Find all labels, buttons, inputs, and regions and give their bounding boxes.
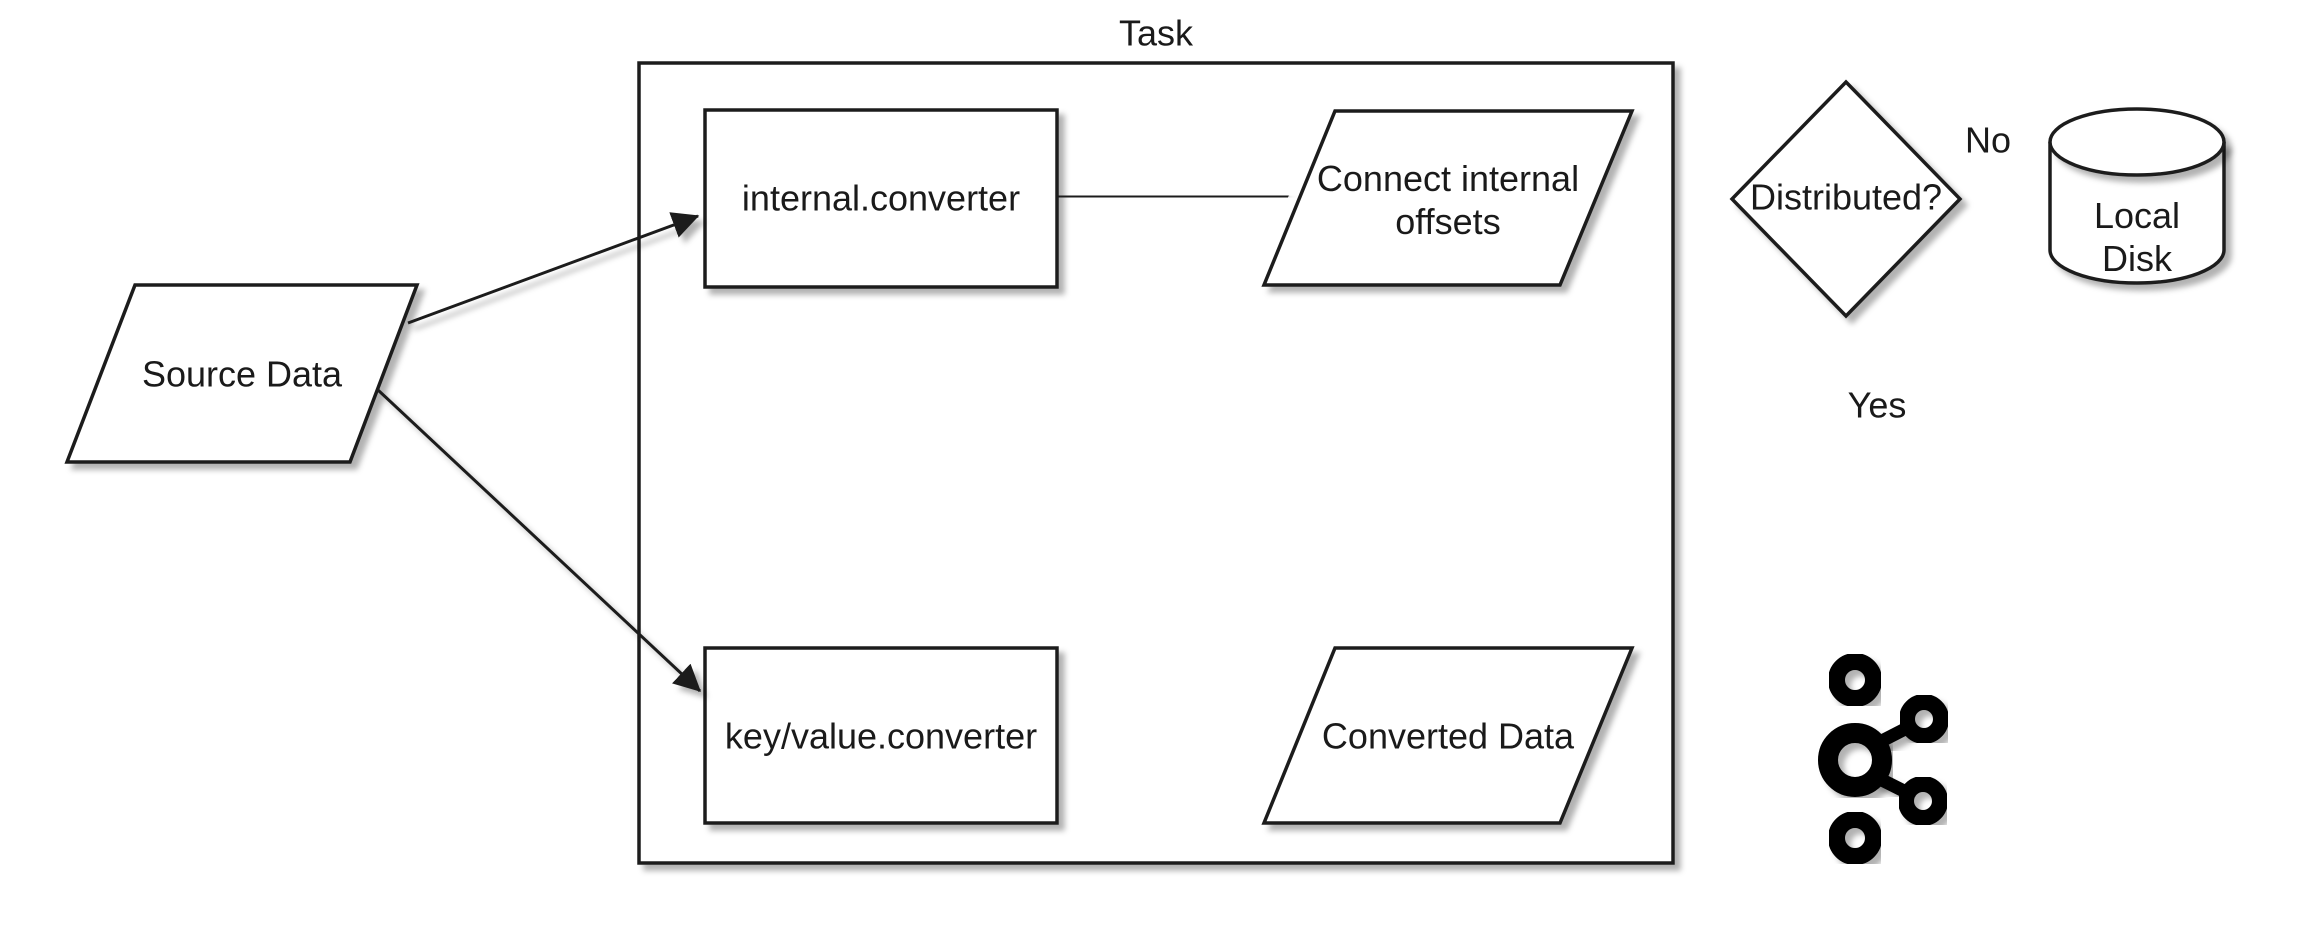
distributed-decision-label: Distributed? (1749, 176, 1943, 218)
task-container-label: Task (1118, 12, 1194, 54)
key-value-converter-label: key/value.converter (724, 715, 1038, 757)
connect-internal-offsets-line1: Connect internal (1316, 157, 1580, 199)
source-data-shape (64, 283, 420, 464)
arrow-internal-converter-to-offsets (1056, 182, 1290, 210)
local-disk-line1: Local (2093, 194, 2181, 236)
edge-label-yes: Yes (1847, 384, 1907, 426)
source-data-label: Source Data (141, 353, 343, 395)
connect-internal-offsets-label: Connect internal offsets (1317, 157, 1579, 243)
local-disk-label: Local Disk (2094, 194, 2180, 280)
local-disk-cylinder-top (2048, 107, 2226, 177)
converted-data-shape (1261, 646, 1635, 825)
kafka-icon (1818, 653, 1949, 865)
connect-internal-offsets-shape (1261, 109, 1635, 287)
converted-data-label: Converted Data (1321, 715, 1575, 757)
local-disk-cylinder-body (2048, 142, 2226, 285)
local-disk-line2: Disk (2102, 238, 2172, 279)
internal-converter-shape (703, 108, 1059, 289)
edge-label-no: No (1964, 119, 2012, 161)
connect-internal-offsets-line2: offsets (1395, 201, 1501, 242)
arrow-source-to-key-value-converter (376, 388, 702, 693)
arrow-source-to-internal-converter (407, 212, 700, 325)
internal-converter-label: internal.converter (741, 177, 1021, 219)
